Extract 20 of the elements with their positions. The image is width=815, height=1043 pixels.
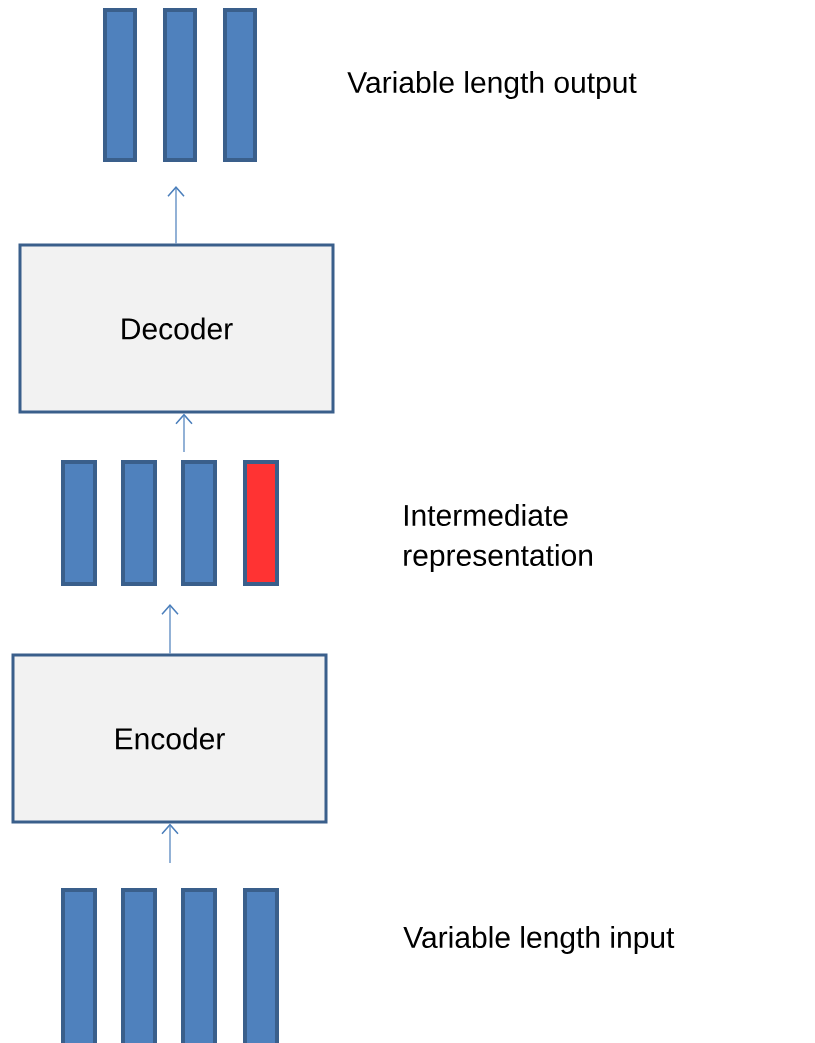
arrow bbox=[161, 604, 179, 655]
arrow bbox=[175, 413, 193, 453]
caption-text: Variable length input bbox=[403, 926, 675, 954]
caption-text: Variable length output bbox=[347, 71, 637, 99]
vector-bar bbox=[163, 8, 197, 162]
vector-bar bbox=[181, 460, 217, 586]
process-box: Encoder bbox=[11, 653, 328, 824]
vector-bar bbox=[243, 460, 279, 586]
vector-bar bbox=[121, 888, 157, 1043]
vector-bar bbox=[61, 460, 97, 586]
arrow bbox=[161, 823, 179, 864]
arrow bbox=[167, 186, 185, 245]
caption-text: Intermediate representation bbox=[404, 504, 592, 572]
vector-bar bbox=[223, 8, 257, 162]
vector-bar bbox=[103, 8, 137, 162]
vector-bar bbox=[181, 888, 217, 1043]
vector-bar bbox=[121, 460, 157, 586]
vector-bar bbox=[243, 888, 279, 1043]
process-box: Decoder bbox=[18, 243, 335, 414]
vector-bar bbox=[61, 888, 97, 1043]
